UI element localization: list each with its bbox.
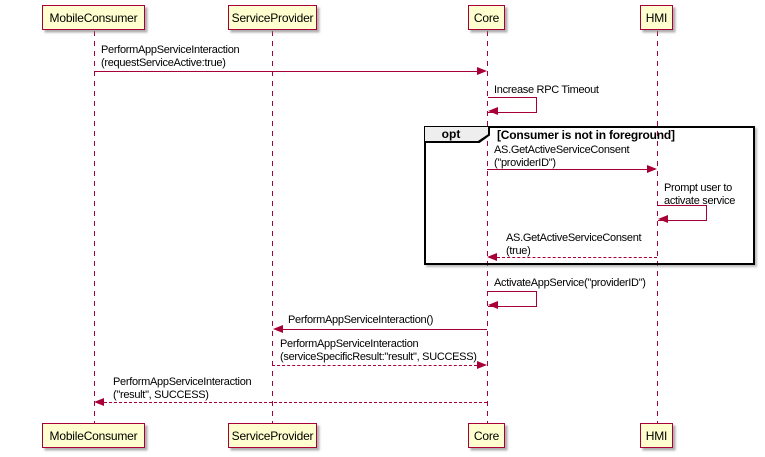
message-label-m8: PerformAppServiceInteraction (serviceSpe… xyxy=(280,338,477,363)
participant-label: MobileConsumer xyxy=(49,428,138,443)
lifeline-hmi xyxy=(657,31,658,423)
arrowhead-left-icon xyxy=(273,325,283,333)
message-line-m5 xyxy=(497,257,657,258)
arrowhead-right-icon xyxy=(477,67,487,75)
opt-header-shape-fill xyxy=(425,127,488,141)
lifeline-serviceprovider xyxy=(272,31,273,423)
message-line-m7 xyxy=(283,329,487,330)
message-label-m1: PerformAppServiceInteraction (requestSer… xyxy=(101,44,240,69)
participant-hmi-bottom: HMI xyxy=(640,423,673,448)
message-label-m4: Prompt user to activate service xyxy=(664,182,736,207)
participant-label: HMI xyxy=(645,10,668,25)
arrowhead-left-icon xyxy=(487,253,497,261)
message-line-m9 xyxy=(104,402,487,403)
arrowhead-right-icon xyxy=(647,165,657,173)
opt-guard-condition: [Consumer is not in foreground] xyxy=(497,128,675,142)
participant-label: ServiceProvider xyxy=(231,428,314,443)
arrowhead-left-icon xyxy=(488,301,498,309)
arrowhead-left-icon xyxy=(658,215,668,223)
participant-serviceprovider-bottom: ServiceProvider xyxy=(228,423,317,448)
self-message-loop-m2 xyxy=(488,97,537,113)
participant-serviceprovider-top: ServiceProvider xyxy=(228,5,317,30)
participant-label: Core xyxy=(473,428,500,443)
message-label-m3: AS.GetActiveServiceConsent ("providerID"… xyxy=(494,144,630,169)
self-message-loop-m6 xyxy=(488,291,537,307)
participant-label: HMI xyxy=(645,428,668,443)
self-message-loop-m4 xyxy=(658,205,707,221)
participant-core-top: Core xyxy=(468,5,505,30)
opt-keyword: opt xyxy=(441,127,461,141)
participant-hmi-top: HMI xyxy=(640,5,673,30)
arrowhead-left-icon xyxy=(94,398,104,406)
participant-label: Core xyxy=(473,10,500,25)
opt-fragment-frame xyxy=(424,126,755,265)
arrowhead-left-icon xyxy=(488,107,498,115)
message-line-m8 xyxy=(272,365,477,366)
participant-mobileconsumer-bottom: MobileConsumer xyxy=(42,423,145,448)
message-line-m3 xyxy=(487,169,655,170)
arrowhead-right-icon xyxy=(477,361,487,369)
lifeline-mobileconsumer xyxy=(94,31,95,423)
message-label-m6: ActivateAppService("providerID") xyxy=(494,277,646,289)
participant-core-bottom: Core xyxy=(468,423,505,448)
lifeline-core xyxy=(487,31,488,423)
participant-label: ServiceProvider xyxy=(231,10,314,25)
message-label-m7: PerformAppServiceInteraction() xyxy=(288,314,434,326)
participant-label: MobileConsumer xyxy=(49,10,138,25)
message-line-m1 xyxy=(94,71,484,72)
message-label-m2: Increase RPC Timeout xyxy=(494,84,599,96)
message-label-m9: PerformAppServiceInteraction ("result", … xyxy=(113,376,252,401)
message-label-m5: AS.GetActiveServiceConsent (true) xyxy=(506,232,642,257)
participant-mobileconsumer-top: MobileConsumer xyxy=(42,5,145,30)
